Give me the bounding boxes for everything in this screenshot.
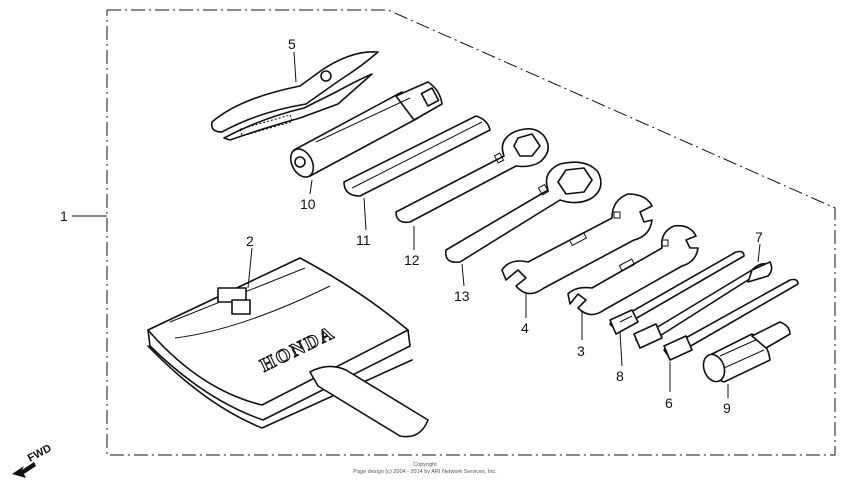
copyright-line: Copyright	[413, 462, 437, 468]
callout-13: 13	[454, 288, 470, 304]
callout-8: 8	[616, 368, 624, 384]
fwd-arrow-icon	[12, 462, 36, 478]
ring-wrench-13[interactable]	[444, 161, 602, 264]
callout-9: 9	[723, 400, 731, 416]
box-wrench[interactable]	[286, 81, 443, 181]
callout-7: 7	[755, 229, 763, 245]
callout-4: 4	[521, 320, 529, 336]
flat-bar[interactable]	[343, 115, 491, 197]
callout-11: 11	[356, 232, 371, 248]
pliers[interactable]	[210, 51, 379, 141]
callout-12: 12	[404, 252, 420, 268]
open-wrench-4[interactable]	[501, 193, 653, 295]
open-wrench-3[interactable]	[567, 224, 699, 316]
callouts: 1 2 3 4 5 6 7 8 9 10 11 12 13	[60, 36, 763, 416]
copyright-footer: Copyright Page design (c) 2004 - 2014 by…	[0, 462, 850, 476]
screwdriver-tip[interactable]	[663, 278, 799, 361]
page-design-line: Page design (c) 2004 - 2014 by ARI Netwo…	[353, 469, 497, 475]
screwdriver-long[interactable]	[633, 261, 773, 349]
callout-6: 6	[665, 395, 673, 411]
callout-2: 2	[246, 233, 254, 249]
screwdriver-shaft[interactable]	[609, 250, 745, 335]
callout-1: 1	[60, 208, 68, 224]
group-boundary	[72, 9, 836, 456]
screwdriver-handle[interactable]	[700, 321, 791, 385]
leader-lines	[247, 51, 761, 398]
ring-wrench-12[interactable]	[395, 128, 549, 224]
callout-10: 10	[300, 196, 316, 212]
tool-bag[interactable]: HONDA	[147, 257, 429, 438]
callout-5: 5	[288, 36, 296, 52]
callout-3: 3	[577, 343, 585, 359]
